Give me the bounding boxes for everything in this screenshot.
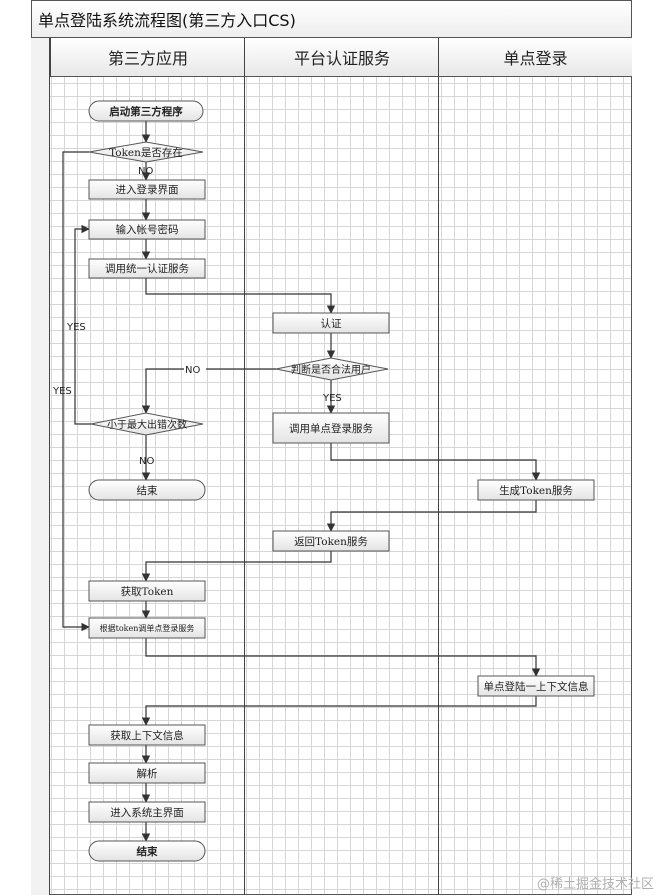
node-input-account-shape: [88, 219, 206, 240]
node-token-exists: Token是否存在: [109, 146, 183, 159]
node-end1-shape: [88, 479, 206, 501]
node-enter-login-shape: [88, 179, 206, 200]
edge-gen-token-to-return: [326, 500, 537, 532]
node-input-account: 输入帐号密码: [116, 223, 179, 236]
node-get-context-shape: [88, 724, 206, 746]
lane-header-sso: 单点登录: [438, 38, 632, 77]
edge-label-yes-inner: YES: [66, 322, 86, 333]
node-gen-token: 生成Token服务: [499, 484, 573, 497]
lane-header-third-party: 第三方应用: [50, 38, 245, 77]
node-end2: 结束: [137, 845, 158, 858]
pool-side-strip: [31, 38, 50, 895]
node-start: 启动第三方程序: [109, 105, 183, 118]
node-end1: 结束: [137, 484, 158, 497]
lane-header-third-party-text: 第三方应用: [107, 49, 188, 68]
edge-label-yes-outer: YES: [52, 386, 72, 397]
lane-divider-1: [244, 77, 245, 895]
node-is-valid-user: 判断是否合法用户: [291, 363, 371, 376]
node-less-than-max: 小于最大出错次数: [107, 418, 187, 431]
node-gen-token-shape: [477, 479, 595, 501]
edge-return-to-get-token: [141, 551, 332, 582]
node-sso-by-token-shape: [88, 617, 206, 639]
lane-header-auth-service: 平台认证服务: [244, 38, 439, 77]
node-return-token: 返回Token服务: [294, 535, 368, 548]
edge-label-no-token: NO: [138, 166, 153, 177]
node-sso-by-token: 根据token调单点登录服务: [100, 623, 195, 633]
node-auth: 认证: [321, 317, 342, 330]
node-call-auth-shape: [88, 258, 206, 279]
edge-call-auth-to-auth: [145, 278, 336, 314]
node-get-token: 获取Token: [121, 586, 174, 598]
watermark: @稀土掘金技术社区: [536, 877, 654, 892]
edge-label-yes-valid: YES: [322, 393, 342, 404]
node-sso-context: 单点登陆一上下文信息: [484, 680, 589, 693]
node-less-than-max-shape: [90, 412, 204, 436]
node-sso-context-shape: [477, 675, 595, 697]
edge-context-to-get-context: [141, 696, 537, 726]
edge-label-no-invalid: NO: [185, 365, 200, 376]
node-parse: 解析: [137, 767, 158, 780]
node-get-token-shape: [88, 580, 206, 602]
node-parse-shape: [88, 762, 206, 784]
node-auth-shape: [272, 312, 390, 334]
edge-label-no-invalid-bg: [184, 364, 206, 374]
node-is-valid-user-shape: [275, 357, 389, 381]
node-enter-main: 进入系统主界面: [110, 806, 184, 819]
node-return-token-shape: [272, 530, 390, 552]
node-call-auth: 调用统一认证服务: [105, 262, 189, 275]
edge-token-yes-to-sso-call: [62, 151, 90, 632]
node-end2-shape: [88, 840, 206, 862]
edge-label-no-retry: NO: [139, 456, 154, 467]
node-call-sso: 调用单点登录服务: [289, 422, 373, 435]
edge-call-sso-to-gen-token: [330, 443, 541, 481]
lane-divider-2: [438, 77, 439, 895]
node-enter-login: 进入登录界面: [116, 183, 179, 196]
diagram-title: 单点登陆系统流程图(第三方入口CS): [31, 0, 632, 38]
node-call-sso-shape: [272, 412, 390, 444]
node-enter-main-shape: [88, 801, 206, 823]
lane-header-sso-text: 单点登录: [503, 49, 568, 68]
node-token-exists-shape: [88, 141, 204, 163]
edge-invalid-to-retry: [141, 368, 276, 414]
node-get-context: 获取上下文信息: [110, 729, 184, 742]
edge-retry-yes-to-input: [74, 224, 91, 425]
diagram-title-text: 单点登陆系统流程图(第三方入口CS): [38, 11, 296, 30]
edge-sso-call-to-context: [145, 638, 541, 677]
node-start-shape: [88, 100, 204, 122]
lane-header-auth-service-text: 平台认证服务: [293, 49, 390, 68]
